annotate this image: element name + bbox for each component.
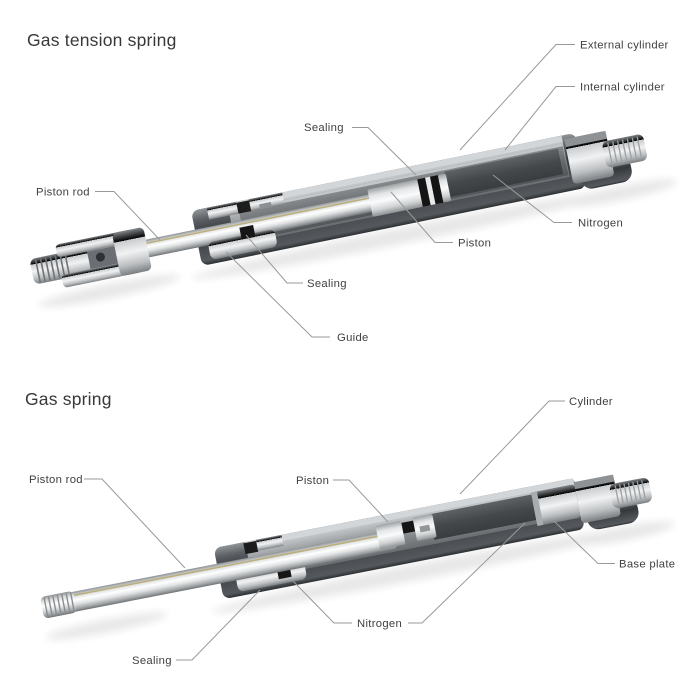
leader-piston-top xyxy=(390,191,453,243)
leader-sealing-piston xyxy=(352,127,417,176)
label-sealing-piston: Sealing xyxy=(304,122,344,134)
gas-spring-annotations: Gas spring Cylinder Piston rod Piston Ba… xyxy=(25,389,675,667)
label-piston-bottom: Piston xyxy=(296,475,329,487)
leader-cylinder xyxy=(459,400,565,495)
nitrogen-chamber xyxy=(429,494,539,540)
tension-spring-shadow xyxy=(38,179,677,307)
label-piston-top: Piston xyxy=(458,238,491,250)
section-title-gas-spring: Gas spring xyxy=(25,389,112,409)
gas-spring-illustration xyxy=(40,474,675,640)
tension-spring-annotations: Gas tension spring External cylinder Int… xyxy=(27,30,669,344)
label-sealing-bottom: Sealing xyxy=(132,655,172,667)
label-guide: Guide xyxy=(337,332,369,344)
label-piston-rod-top: Piston rod xyxy=(36,187,90,199)
leader-guide xyxy=(225,251,330,338)
gas-tension-spring-illustration xyxy=(30,130,677,307)
piston-assembly xyxy=(367,173,451,217)
label-sealing-rod: Sealing xyxy=(307,278,347,290)
leader-external-cylinder xyxy=(459,44,575,151)
label-cylinder: Cylinder xyxy=(569,396,613,408)
piston-rod-body xyxy=(40,530,397,618)
rod-seal-and-guide xyxy=(206,192,285,259)
leader-nitrogen-right xyxy=(408,522,526,624)
label-piston-rod-bottom: Piston rod xyxy=(29,474,83,486)
leader-piston-bottom xyxy=(333,479,389,523)
leader-piston-rod-bottom xyxy=(84,478,186,569)
leader-base-plate xyxy=(553,520,615,564)
leader-sealing-rod xyxy=(245,234,303,284)
label-nitrogen-bottom: Nitrogen xyxy=(357,618,402,630)
leader-nitrogen-top xyxy=(492,174,572,223)
label-internal-cylinder: Internal cylinder xyxy=(580,82,665,94)
section-title-gas-tension-spring: Gas tension spring xyxy=(27,30,177,50)
label-nitrogen-top: Nitrogen xyxy=(578,218,623,230)
cylinder-end-cap-threaded xyxy=(573,474,652,523)
label-external-cylinder: External cylinder xyxy=(580,40,669,52)
nitrogen-chamber xyxy=(444,148,564,198)
label-base-plate: Base plate xyxy=(619,559,675,571)
base-plate-body xyxy=(530,484,581,526)
gas-spring-shadow xyxy=(45,521,675,640)
leader-sealing-bottom xyxy=(176,589,261,661)
leader-nitrogen-left xyxy=(290,578,352,624)
cylinder-end-cap-threaded xyxy=(564,130,647,184)
rod-end-fork xyxy=(30,227,152,288)
leader-piston-rod-top xyxy=(95,191,161,241)
leader-internal-cylinder xyxy=(504,86,575,151)
piston-rod-body xyxy=(128,188,404,261)
piston-assembly xyxy=(375,514,437,550)
